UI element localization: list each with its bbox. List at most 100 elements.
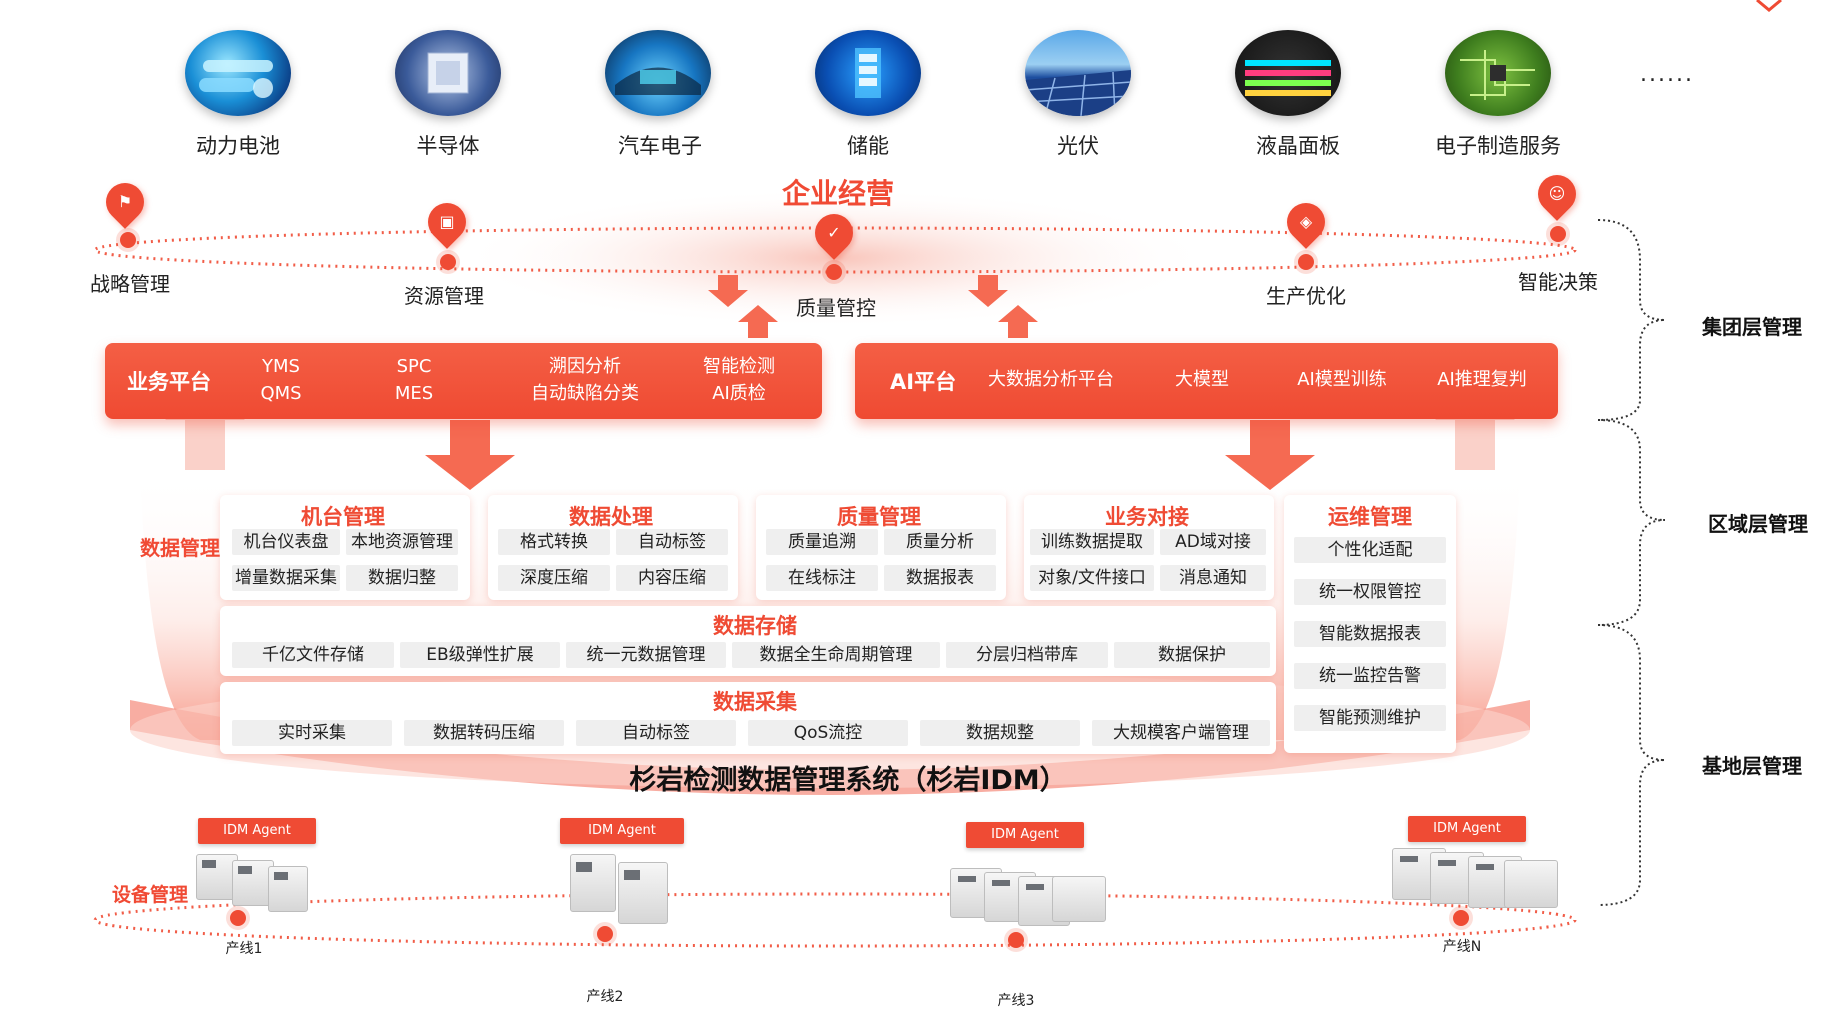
strategy-pin: ⚑ bbox=[98, 175, 152, 229]
orbit-dot bbox=[120, 232, 136, 248]
data-management-label: 数据管理 bbox=[140, 536, 220, 560]
equipment-image bbox=[196, 850, 308, 912]
item-line: 溯因分析 bbox=[549, 356, 621, 377]
module-chip: 机台仪表盘 bbox=[232, 529, 340, 555]
ops-chip: 统一权限管控 bbox=[1294, 579, 1446, 605]
idm-agent-badge: IDM Agent bbox=[966, 822, 1084, 848]
module-chip: 对象/文件接口 bbox=[1030, 565, 1154, 591]
enterprise-title: 企业经营 bbox=[782, 177, 895, 210]
device-management-label: 设备管理 bbox=[112, 884, 189, 906]
briefcase-icon: ▣ bbox=[439, 212, 455, 231]
shield-check-icon: ✓ bbox=[827, 223, 841, 242]
lcd-panel-icon bbox=[1235, 30, 1341, 116]
storage-title: 数据存储 bbox=[713, 614, 797, 638]
module-chip: 格式转换 bbox=[498, 529, 610, 555]
idm-agent-badge: IDM Agent bbox=[560, 818, 684, 844]
line-label: 产线2 bbox=[586, 989, 624, 1005]
ops-chip: 个性化适配 bbox=[1294, 537, 1446, 563]
battery-icon bbox=[185, 30, 291, 116]
line-dot bbox=[1453, 910, 1469, 926]
solar-panel-icon bbox=[1025, 30, 1131, 116]
ai-platform-item: 大模型 bbox=[1175, 369, 1229, 390]
ops-card: 运维管理 个性化适配 统一权限管控 智能数据报表 统一监控告警 智能预测维护 bbox=[1284, 495, 1456, 753]
module-chip: 内容压缩 bbox=[616, 565, 728, 591]
item-line: AI质检 bbox=[712, 383, 766, 404]
module-chip: 质量分析 bbox=[884, 529, 996, 555]
item-line: YMS bbox=[262, 356, 300, 377]
storage-chip: 统一元数据管理 bbox=[566, 642, 726, 668]
storage-chip: 分层归档带库 bbox=[946, 642, 1108, 668]
module-chip: AD域对接 bbox=[1160, 529, 1266, 555]
collection-card: 数据采集 实时采集 数据转码压缩 自动标签 QoS流控 数据规整 大规模客户端管… bbox=[220, 682, 1276, 754]
car-electronics-icon bbox=[605, 30, 711, 116]
industry-label: 电子制造服务 bbox=[1435, 134, 1561, 158]
module-chip: 数据归整 bbox=[346, 565, 458, 591]
ai-platform-title: AI平台 bbox=[890, 370, 957, 394]
business-platform-item: 溯因分析 自动缺陷分类 bbox=[531, 353, 639, 407]
level-label-group: 集团层管理 bbox=[1702, 315, 1802, 339]
level-label-base: 基地层管理 bbox=[1702, 754, 1802, 778]
idm-agent-badge: IDM Agent bbox=[198, 818, 316, 844]
business-platform-item: YMS QMS bbox=[260, 353, 301, 407]
flag-icon: ⚑ bbox=[117, 192, 133, 211]
storage-chip: 数据全生命周期管理 bbox=[732, 642, 940, 668]
item-line: 自动缺陷分类 bbox=[531, 383, 639, 404]
item-line: MES bbox=[394, 383, 434, 404]
module-chip: 质量追溯 bbox=[766, 529, 878, 555]
equipment-image bbox=[950, 868, 1106, 926]
line-dot bbox=[230, 910, 246, 926]
energy-storage-icon bbox=[815, 30, 921, 116]
robot-icon: ☺ bbox=[1548, 184, 1566, 203]
level-label-region: 区域层管理 bbox=[1708, 512, 1808, 536]
module-card-integration: 业务对接 训练数据提取 AD域对接 对象/文件接口 消息通知 bbox=[1024, 495, 1274, 600]
ops-chip: 智能数据报表 bbox=[1294, 621, 1446, 647]
equipment-image bbox=[1392, 848, 1558, 910]
ai-platform-item: AI模型训练 bbox=[1297, 369, 1387, 390]
industry-label: 储能 bbox=[847, 134, 889, 158]
storage-card: 数据存储 千亿文件存储 EB级弹性扩展 统一元数据管理 数据全生命周期管理 分层… bbox=[220, 606, 1276, 676]
pcb-icon bbox=[1445, 30, 1551, 116]
resource-pin: ▣ bbox=[420, 195, 474, 249]
module-chip: 增量数据采集 bbox=[232, 565, 340, 591]
collection-chip: 数据转码压缩 bbox=[404, 720, 564, 746]
chip-icon bbox=[395, 30, 501, 116]
ops-title: 运维管理 bbox=[1328, 505, 1412, 529]
line-dot bbox=[1008, 932, 1024, 948]
collection-chip: 数据规整 bbox=[920, 720, 1080, 746]
orbit-label-strategy: 战略管理 bbox=[90, 272, 170, 296]
business-platform-bar: 业务平台 YMS QMS SPC MES 溯因分析 自动缺陷分类 智能检测 AI… bbox=[105, 343, 822, 419]
item-line: QMS bbox=[260, 383, 302, 404]
decision-pin: ☺ bbox=[1530, 167, 1584, 221]
collection-title: 数据采集 bbox=[713, 690, 797, 714]
storage-chip: EB级弹性扩展 bbox=[400, 642, 560, 668]
item-line: SPC bbox=[396, 356, 432, 377]
line-label: 产线N bbox=[1442, 939, 1482, 955]
module-chip: 深度压缩 bbox=[498, 565, 610, 591]
line-label: 产线1 bbox=[225, 941, 263, 957]
idm-agent-badge: IDM Agent bbox=[1408, 816, 1526, 842]
ops-chip: 统一监控告警 bbox=[1294, 663, 1446, 689]
module-chip: 自动标签 bbox=[616, 529, 728, 555]
collection-chip: 大规模客户端管理 bbox=[1092, 720, 1270, 746]
business-platform-title: 业务平台 bbox=[127, 370, 211, 394]
industry-label: 光伏 bbox=[1057, 134, 1099, 158]
collection-chip: 实时采集 bbox=[232, 720, 392, 746]
line-dot bbox=[597, 926, 613, 942]
orbit-dot bbox=[440, 254, 456, 270]
industries-more: ...... bbox=[1640, 62, 1694, 87]
ai-platform-item: AI推理复判 bbox=[1437, 369, 1527, 390]
item-line: 智能检测 bbox=[703, 356, 775, 377]
module-title: 数据处理 bbox=[569, 505, 653, 529]
equipment-image bbox=[570, 850, 670, 924]
module-title: 机台管理 bbox=[301, 505, 385, 529]
orbit-label-decision: 智能决策 bbox=[1518, 270, 1598, 294]
industry-label: 半导体 bbox=[416, 134, 480, 158]
business-platform-item: SPC MES bbox=[395, 353, 433, 407]
production-pin: ◈ bbox=[1279, 195, 1333, 249]
module-card-machine: 机台管理 机台仪表盘 本地资源管理 增量数据采集 数据归整 bbox=[220, 495, 470, 600]
industry-label: 汽车电子 bbox=[618, 134, 702, 158]
ops-chip: 智能预测维护 bbox=[1294, 705, 1446, 731]
orbit-dot bbox=[826, 264, 842, 280]
quality-pin: ✓ bbox=[807, 206, 861, 260]
layers-icon: ◈ bbox=[1299, 212, 1313, 231]
